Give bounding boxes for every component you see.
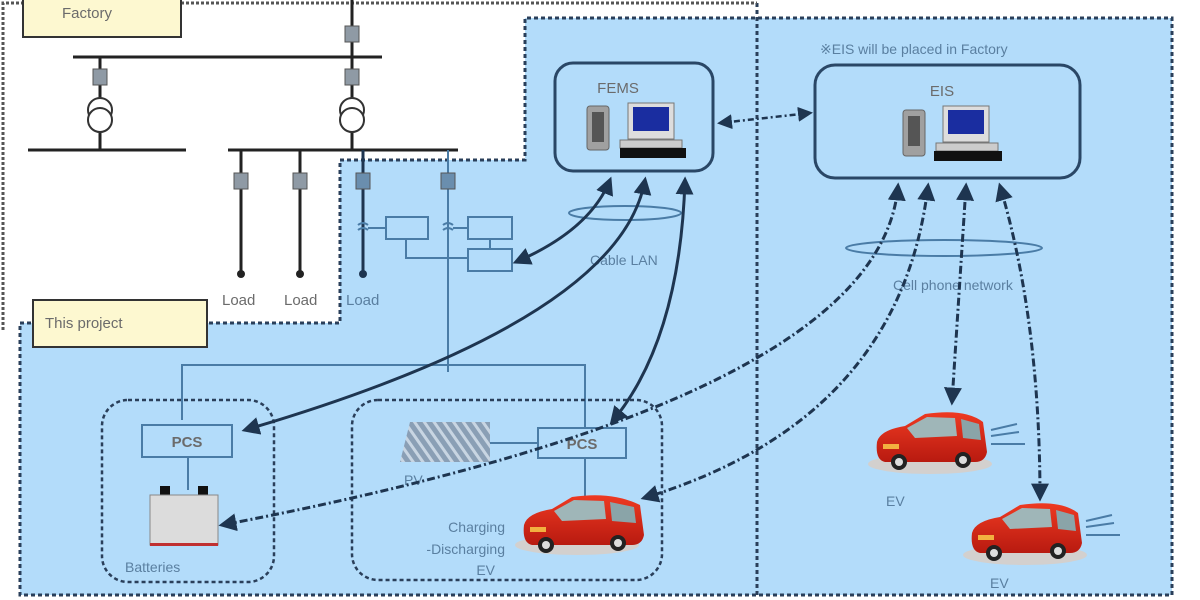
eis-placement-note: ※EIS will be placed in Factory <box>820 41 1008 57</box>
ev-local-label-2: -Discharging <box>426 541 505 557</box>
eis-node[interactable]: EIS <box>813 63 1082 180</box>
ev-local-label-3: EV <box>476 562 495 578</box>
fems-label: FEMS <box>597 80 639 97</box>
factory-label-box: Factory <box>22 0 182 38</box>
ev-remote-2-label: EV <box>990 575 1009 591</box>
this-project-label-box: This project <box>32 299 208 348</box>
cell-network-links <box>218 182 1049 532</box>
ev-remote-2-car-icon <box>963 503 1120 565</box>
fems-computer-icon <box>586 102 686 158</box>
pcs-batteries-box[interactable]: PCS <box>141 424 233 458</box>
batteries-label: Batteries <box>125 559 180 575</box>
eis-label: EIS <box>930 83 954 100</box>
battery-icon <box>149 486 219 546</box>
ev-local-label-1: Charging <box>448 519 505 535</box>
ev-remote-1-label: EV <box>886 493 905 509</box>
factory-region <box>1 1 757 330</box>
eis-computer-icon <box>902 105 1002 161</box>
fems-eis-link <box>717 106 813 130</box>
pcs-batteries-label: PCS <box>172 434 203 451</box>
load-label-3: Load <box>346 292 379 309</box>
transformer-icons <box>87 97 365 133</box>
cell-network-label: Cell phone network <box>893 277 1014 293</box>
fems-node[interactable]: FEMS <box>553 61 715 173</box>
pv-panel-icon <box>400 422 490 462</box>
this-project-label: This project <box>45 315 123 332</box>
ev-remote-1-car-icon <box>868 412 1025 474</box>
load-label-1: Load <box>222 292 255 309</box>
factory-label: Factory <box>62 5 113 22</box>
power-single-line <box>28 0 458 275</box>
load-label-2: Load <box>284 292 317 309</box>
